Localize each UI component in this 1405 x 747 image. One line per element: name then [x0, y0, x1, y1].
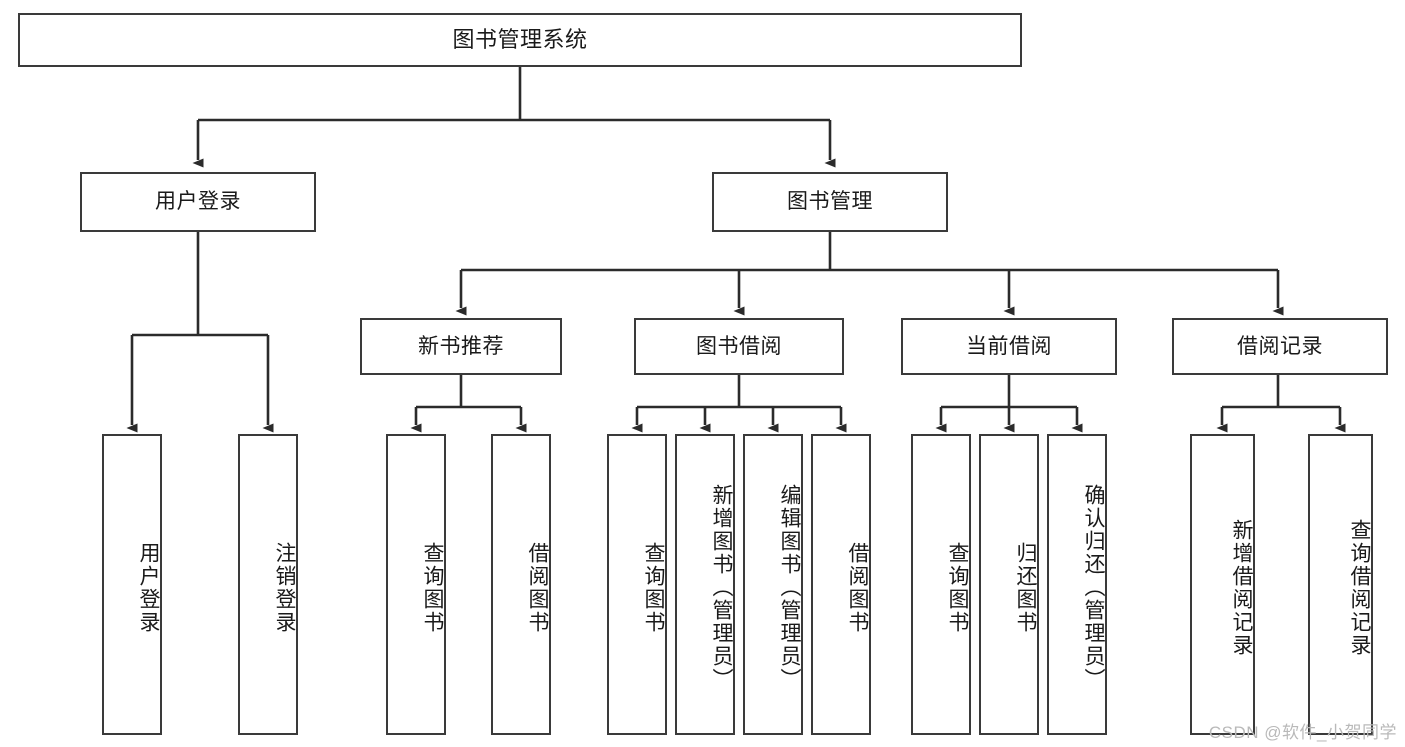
leaf-borrow-book-recommend[interactable]: 借阅图书 — [491, 434, 551, 735]
csdn-watermark: CSDN @软件_小贺同学 — [1208, 723, 1397, 742]
leaf-user-logout-label: 注销登录 — [273, 541, 296, 634]
leaf-add-borrow-record-label: 新增借阅记录 — [1230, 518, 1253, 657]
leaf-query-book-current-label: 查询图书 — [946, 541, 969, 634]
node-book-borrow[interactable]: 图书借阅 — [634, 318, 844, 375]
node-user-login[interactable]: 用户登录 — [80, 172, 316, 232]
leaf-query-book-recommend[interactable]: 查询图书 — [386, 434, 446, 735]
leaf-query-book-recommend-label: 查询图书 — [421, 541, 444, 634]
leaf-query-book-borrow-label: 查询图书 — [642, 541, 665, 634]
leaf-query-borrow-record[interactable]: 查询借阅记录 — [1308, 434, 1373, 735]
node-new-book-recommend[interactable]: 新书推荐 — [360, 318, 562, 375]
node-book-manage[interactable]: 图书管理 — [712, 172, 948, 232]
leaf-user-logout[interactable]: 注销登录 — [238, 434, 298, 735]
leaf-confirm-return[interactable]: 确认归还（管理员） — [1047, 434, 1107, 735]
leaf-add-borrow-record[interactable]: 新增借阅记录 — [1190, 434, 1255, 735]
leaf-user-login[interactable]: 用户登录 — [102, 434, 162, 735]
leaf-query-borrow-record-label: 查询借阅记录 — [1348, 518, 1371, 657]
leaf-confirm-return-label: 确认归还（管理员） — [1082, 484, 1105, 691]
leaf-query-book-borrow[interactable]: 查询图书 — [607, 434, 667, 735]
leaf-add-book[interactable]: 新增图书（管理员） — [675, 434, 735, 735]
leaf-edit-book[interactable]: 编辑图书（管理员） — [743, 434, 803, 735]
leaf-return-book[interactable]: 归还图书 — [979, 434, 1039, 735]
leaf-edit-book-label: 编辑图书（管理员） — [778, 484, 801, 691]
node-borrow-record[interactable]: 借阅记录 — [1172, 318, 1388, 375]
leaf-add-book-label: 新增图书（管理员） — [710, 484, 733, 691]
leaf-user-login-label: 用户登录 — [137, 541, 160, 634]
leaf-borrow-book[interactable]: 借阅图书 — [811, 434, 871, 735]
leaf-return-book-label: 归还图书 — [1014, 541, 1037, 634]
node-current-borrow[interactable]: 当前借阅 — [901, 318, 1117, 375]
leaf-borrow-book-recommend-label: 借阅图书 — [526, 541, 549, 634]
node-root-system[interactable]: 图书管理系统 — [18, 13, 1022, 67]
leaf-query-book-current[interactable]: 查询图书 — [911, 434, 971, 735]
leaf-borrow-book-label: 借阅图书 — [846, 541, 869, 634]
